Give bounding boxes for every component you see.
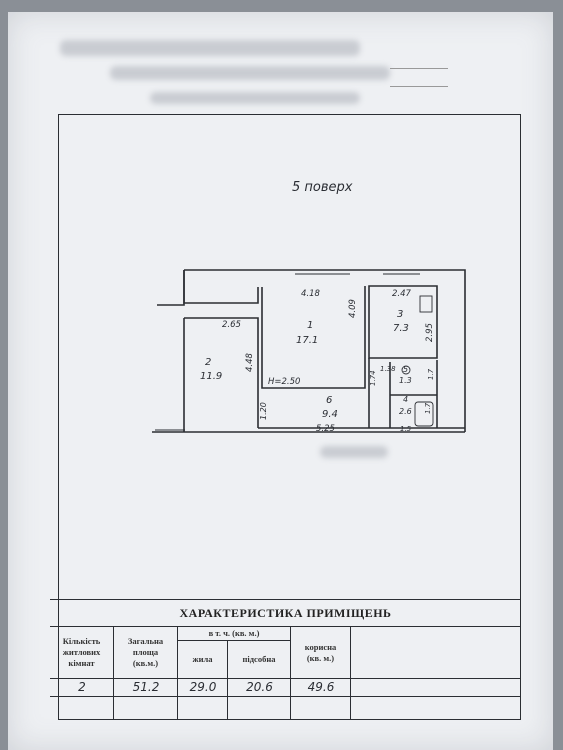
table-title: ХАРАКТЕРИСТИКА ПРИМІЩЕНЬ: [50, 599, 521, 627]
row-empty: [291, 697, 351, 720]
room-number: 1: [307, 320, 313, 331]
header-underline: [390, 86, 448, 87]
value-auxiliary: 20.6: [246, 680, 273, 694]
row-empty: [178, 697, 228, 720]
room-number: 2: [205, 357, 211, 368]
room-area: 2.6: [399, 407, 412, 416]
row-values: [228, 679, 291, 697]
header-total-area: Загальна площа (кв.м.): [114, 627, 178, 679]
redacted-header-line-2: [110, 66, 390, 80]
dimension-label: 1.20: [259, 402, 268, 420]
dimension-label: 1.38: [380, 365, 396, 373]
header-empty: [351, 627, 521, 679]
row-empty: [50, 697, 114, 720]
table-grid: Кількість житлових кімнат Загальна площа…: [50, 627, 521, 720]
room-area: 17.1: [296, 335, 318, 346]
room-number: 5: [403, 365, 408, 374]
room-number: 6: [326, 395, 332, 406]
value-useful: 49.6: [307, 680, 335, 694]
room-number: 4: [403, 395, 408, 404]
dimension-label: 4.09: [348, 299, 358, 318]
row-empty: [228, 697, 291, 720]
row-values: [351, 679, 521, 697]
room-area: 7.3: [393, 323, 409, 334]
value-rooms-count: 2: [78, 680, 86, 694]
dimension-label: Н=2.50: [268, 377, 300, 387]
header-rooms-count: Кількість житлових кімнат: [50, 627, 114, 679]
dimension-label: 1.74: [369, 370, 377, 386]
row-values: [178, 679, 228, 697]
dimension-label: 1.5: [400, 425, 412, 433]
dimension-label: 5.25: [316, 424, 335, 434]
header-living: жила: [178, 641, 228, 679]
room-area: 1.3: [399, 376, 412, 385]
document-sheet: [8, 12, 553, 750]
dimension-label: 4.18: [301, 289, 321, 299]
row-empty: [114, 697, 178, 720]
dimension-label: 1.7: [427, 368, 435, 380]
dimension-label: 2.95: [425, 323, 435, 342]
header-auxiliary: підсобна: [228, 641, 291, 679]
drawing-frame: [58, 114, 521, 720]
dimension-label: 1.7: [424, 402, 432, 414]
room-area: 11.9: [200, 371, 222, 382]
header-useful: корисна (кв. м.): [291, 627, 351, 679]
header-underline: [390, 68, 448, 69]
row-values: [291, 679, 351, 697]
room-characteristics-table: ХАРАКТЕРИСТИКА ПРИМІЩЕНЬ Кількість житло…: [50, 599, 521, 720]
row-values: [114, 679, 178, 697]
dimension-label: 4.48: [245, 352, 255, 372]
redacted-header-line-3: [150, 92, 360, 104]
redacted-header-line-1: [60, 40, 360, 56]
value-living: 29.0: [189, 680, 217, 694]
dimension-label: 2.65: [222, 320, 241, 330]
redacted-address: [320, 446, 388, 458]
room-number: 3: [397, 309, 403, 320]
value-total-area: 51.2: [132, 680, 160, 694]
dimension-label: 2.47: [392, 289, 412, 299]
floor-label: 5 поверх: [292, 180, 353, 195]
header-incl: в т. ч. (кв. м.): [178, 627, 291, 641]
room-area: 9.4: [322, 409, 338, 420]
row-values: [50, 679, 114, 697]
